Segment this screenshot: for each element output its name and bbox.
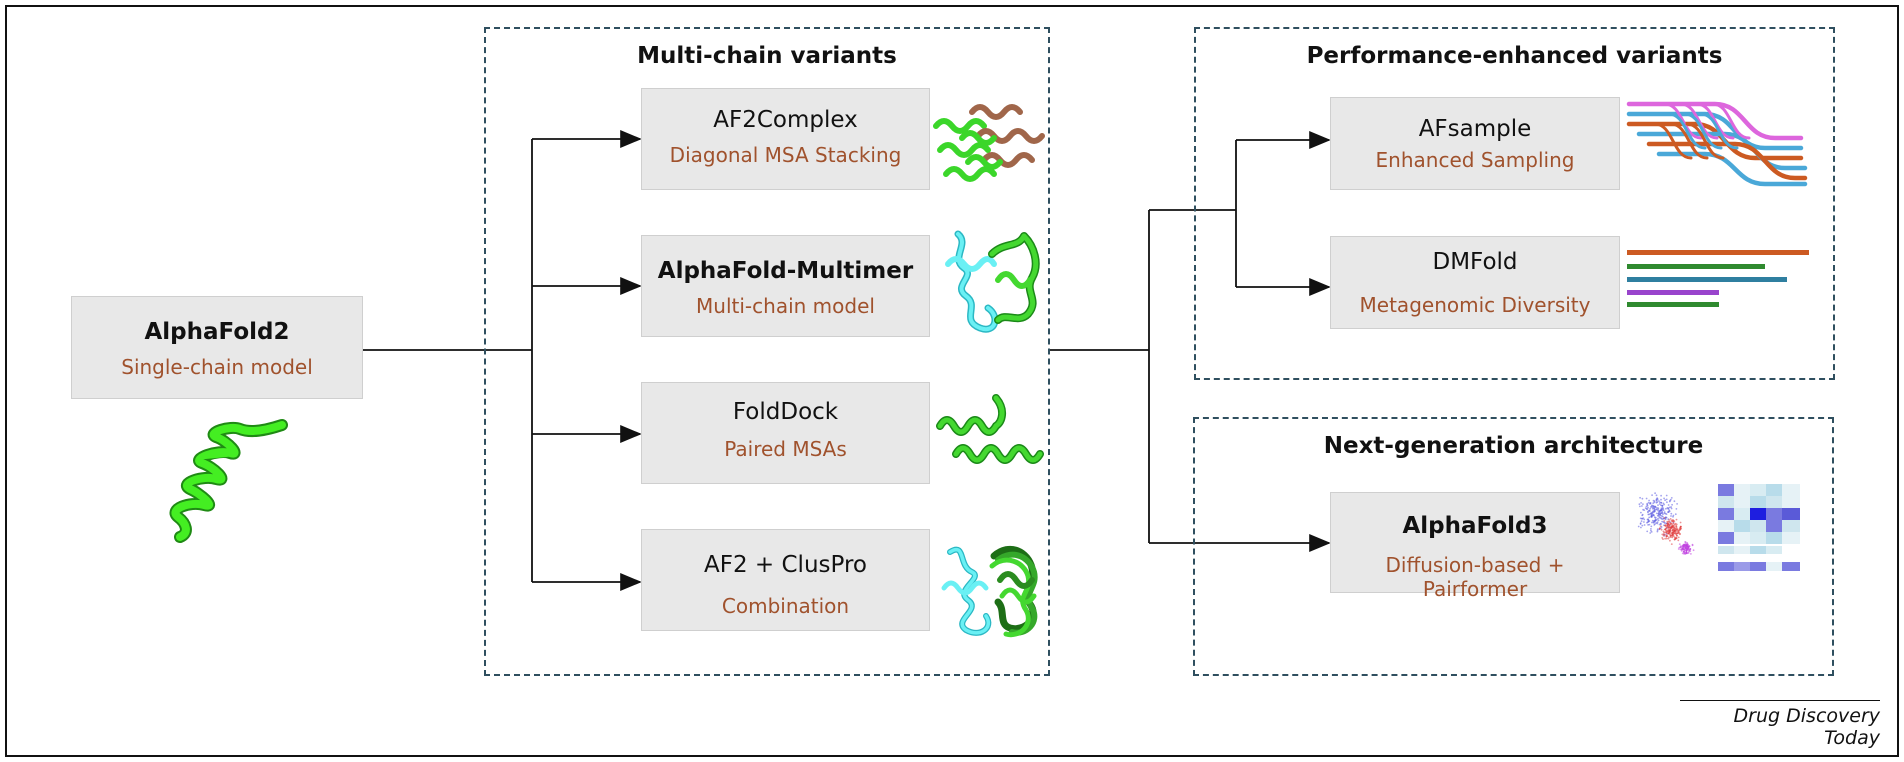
multimer-title: AlphaFold-Multimer xyxy=(657,258,914,284)
afsample-box: AFsample Enhanced Sampling xyxy=(1330,97,1620,190)
next-gen-group: Next-generation architecture xyxy=(1193,417,1834,676)
dmfold-title: DMFold xyxy=(1432,249,1518,275)
performance-group: Performance-enhanced variants xyxy=(1194,27,1835,380)
alphafold2-box: AlphaFold2 Single-chain model xyxy=(71,296,363,399)
multimer-subtitle: Multi-chain model xyxy=(696,294,875,318)
dmfold-subtitle: Metagenomic Diversity xyxy=(1359,293,1591,317)
alphafold3-box: AlphaFold3 Diffusion-based + Pairformer xyxy=(1330,492,1620,601)
folddock-title: FoldDock xyxy=(732,399,839,425)
af2complex-box: AF2Complex Diagonal MSA Stacking xyxy=(641,88,930,190)
dmfold-box: DMFold Metagenomic Diversity xyxy=(1330,236,1620,329)
pair-heatmap-icon xyxy=(1718,484,1800,571)
multi-chain-title: Multi-chain variants xyxy=(637,43,897,69)
alphafold2-title: AlphaFold2 xyxy=(144,319,290,345)
figure-frame xyxy=(5,5,1899,757)
cluspro-structure-icon xyxy=(941,545,1038,638)
multimer-box: AlphaFold-Multimer Multi-chain model xyxy=(641,235,930,337)
multi-chain-group: Multi-chain variants xyxy=(484,27,1050,676)
cluspro-box: AF2 + ClusPro Combination xyxy=(641,529,930,631)
alphafold3-title: AlphaFold3 xyxy=(1402,513,1548,539)
cluspro-title: AF2 + ClusPro xyxy=(704,552,867,578)
af2complex-title: AF2Complex xyxy=(713,107,858,133)
folddock-structure-icon xyxy=(936,394,1044,464)
performance-title: Performance-enhanced variants xyxy=(1306,43,1723,69)
single-helix-icon xyxy=(169,419,288,543)
journal-credit: Drug Discovery Today xyxy=(1680,700,1880,749)
folddock-subtitle: Paired MSAs xyxy=(724,437,847,461)
afsample-title: AFsample xyxy=(1418,116,1532,142)
alphafold2-subtitle: Single-chain model xyxy=(121,355,313,379)
next-gen-title: Next-generation architecture xyxy=(1323,433,1704,459)
stacked-helices-icon xyxy=(933,104,1045,182)
cluspro-subtitle: Combination xyxy=(721,594,850,618)
af2complex-subtitle: Diagonal MSA Stacking xyxy=(669,143,902,167)
diversity-bars-icon xyxy=(1627,250,1809,307)
afsample-subtitle: Enhanced Sampling xyxy=(1375,148,1575,172)
alphafold3-subtitle: Diffusion-based + Pairformer xyxy=(1385,553,1565,601)
sampling-curves-icon xyxy=(1626,101,1808,187)
folddock-box: FoldDock Paired MSAs xyxy=(641,382,930,484)
multimer-structure-icon xyxy=(945,230,1040,333)
diffusion-scatter-icon xyxy=(1637,492,1695,555)
